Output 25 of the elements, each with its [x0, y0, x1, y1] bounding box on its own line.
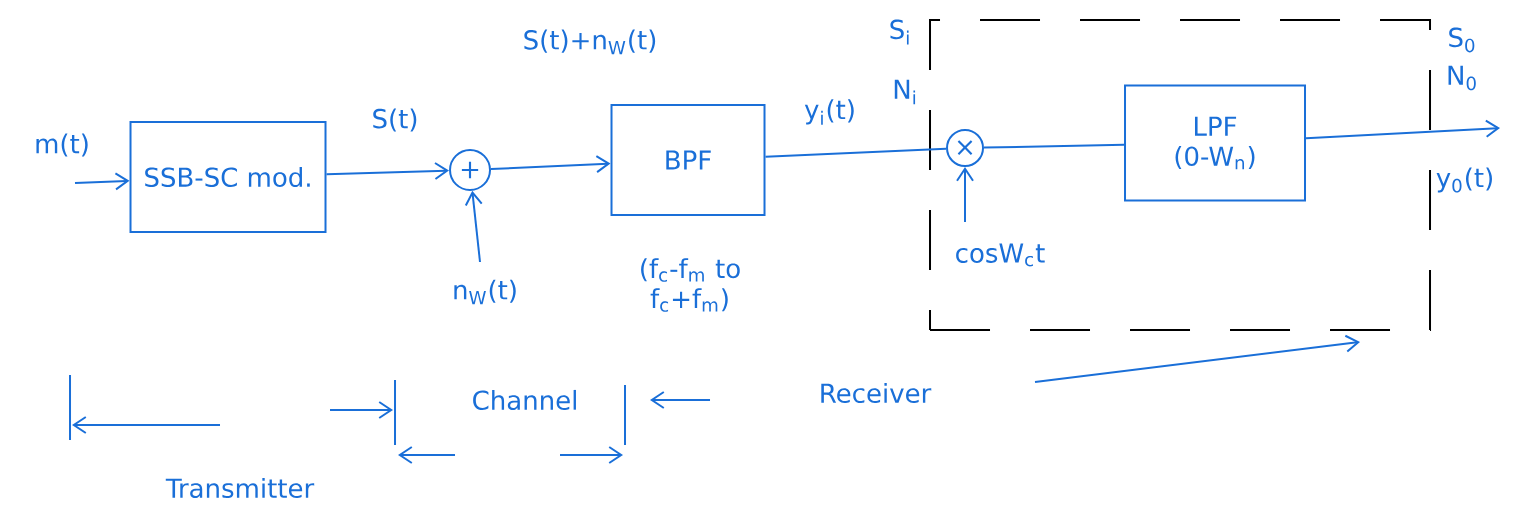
edge-label: S(t) [373, 108, 417, 132]
signal-label: S$_{0}$ [1449, 27, 1475, 53]
receiver-box [929, 19, 1431, 331]
filter-box: BPF [610, 104, 766, 216]
section-label: Channel [473, 389, 576, 411]
signal-label: N$_{0}$ [1448, 65, 1476, 91]
edge-label: n$_{W}$(t) [454, 279, 516, 305]
edge-label: y$_{i}$(t) [804, 99, 854, 125]
modulator-box: SSB-SC mod. [129, 121, 327, 233]
section-label: Receiver [821, 382, 932, 404]
signal-label: S$_{i}$ [890, 19, 909, 45]
edge-label: m(t) [36, 133, 88, 157]
edge-label: S(t)+n$_{W}$(t) [524, 29, 656, 55]
passband-label: (f$_{c}$-f$_{m}$ to f$_{c}$+f$_{m}$) [641, 258, 740, 312]
edge-label: cosW$_{c}$t [956, 243, 1045, 267]
arrow [490, 155, 611, 174]
arrow [74, 172, 130, 191]
arrow [325, 162, 450, 180]
filter-box: LPF (0-W$_{n}$) [1124, 84, 1306, 202]
edge-label: y$_{0}$(t) [1436, 167, 1492, 193]
arrow [956, 167, 974, 223]
arrow [1305, 119, 1501, 140]
arrow [464, 190, 483, 263]
section-label: Transmitter [165, 477, 315, 499]
signal-label: N$_{i}$ [894, 79, 916, 105]
